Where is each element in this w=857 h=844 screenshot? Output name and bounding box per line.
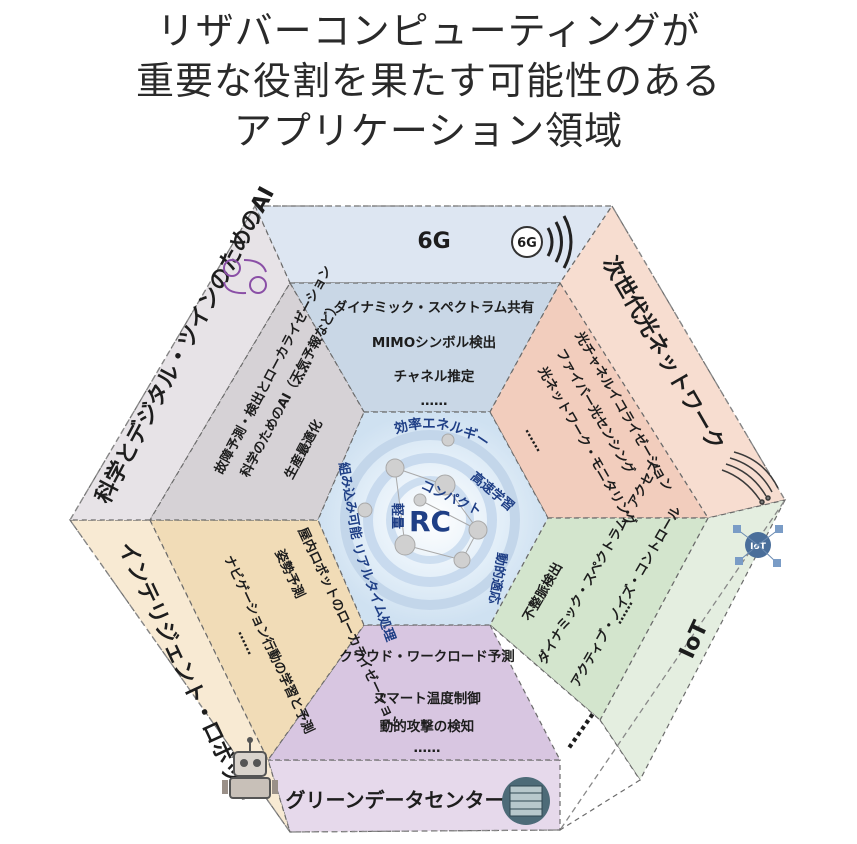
reservoir-network-icon	[357, 433, 488, 569]
svg-text:6G: 6G	[517, 236, 537, 251]
title-line-3: アプリケーション領域	[233, 109, 624, 153]
green-item-2: スマート温度制御	[373, 690, 481, 707]
datacenter-icon	[502, 777, 550, 825]
sector-ai-digital-twin	[68, 204, 365, 521]
green-item-1: クラウド・ワークロード予測	[339, 648, 515, 665]
sector-green-title: グリーンデータセンター	[286, 788, 505, 812]
iot-icon: IoT	[733, 525, 783, 567]
page-title: リザバーコンピューティングが 重要な役割を果たす可能性のある アプリケーション領…	[0, 0, 857, 156]
green-item-4: ……	[414, 740, 441, 756]
feature-lightweight: 軽量	[389, 503, 405, 529]
green-item-3: 動的攻撃の検知	[380, 718, 475, 735]
sector-6g-title: 6G	[417, 229, 450, 254]
center-rc: RC 効率エネルギー 高速学習 コンパクト 動的適応 リアルタイム処理 軽量 組…	[317, 411, 549, 644]
center-ring-outer	[340, 430, 520, 610]
svg-text:IoT: IoT	[750, 542, 767, 552]
rc-label: RC	[409, 505, 451, 538]
sixg-icon: 6G	[511, 215, 573, 269]
center-ring-middle	[363, 453, 497, 587]
sixg-item-4: ……	[421, 393, 448, 409]
sixg-item-3: チャネル推定	[394, 368, 475, 385]
sixg-item-1: ダイナミック・スペクトラム共有	[334, 299, 535, 316]
title-line-1: リザバーコンピューティングが	[156, 9, 701, 53]
title-line-2: 重要な役割を果たす可能性のある	[135, 59, 721, 103]
robot-icon	[222, 737, 278, 799]
optical-fiber-icon	[721, 451, 779, 505]
gear-cycle-icon	[223, 259, 267, 295]
sixg-item-2: MIMOシンボル検出	[372, 334, 496, 351]
